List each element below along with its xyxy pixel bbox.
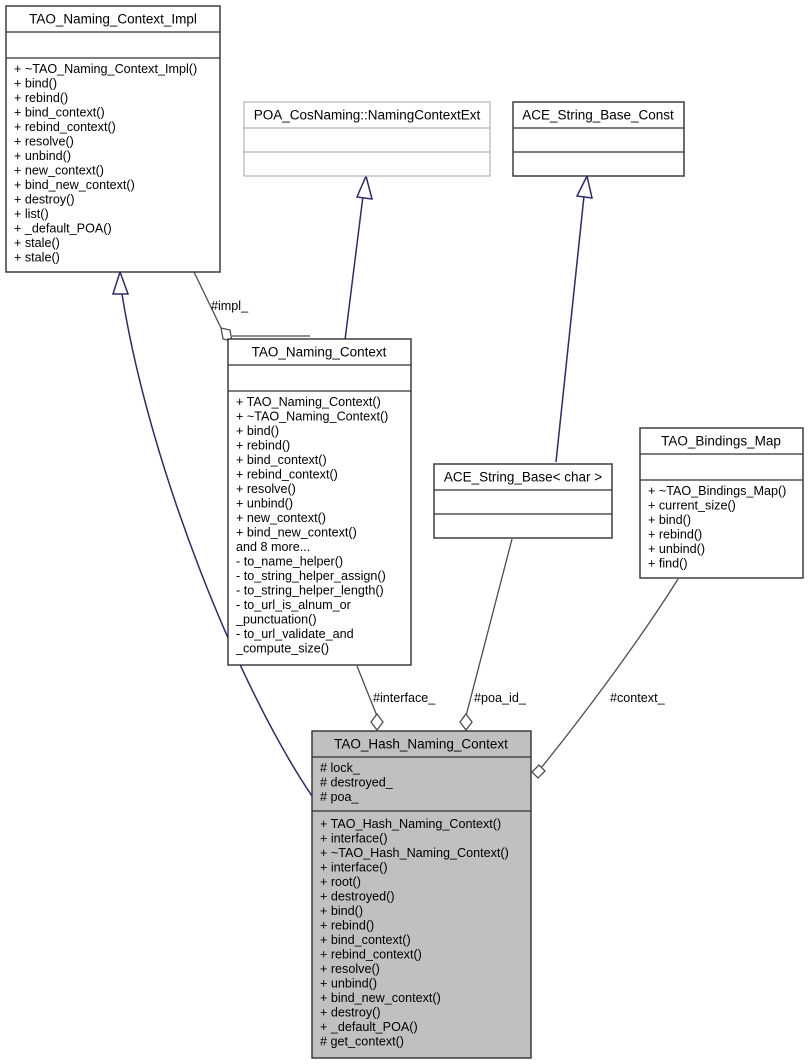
association-interface: #interface_ [356,665,436,732]
operation-item: + bind_context() [236,453,327,467]
operation-item: + bind() [14,77,57,91]
class-box-ace-string-base-const[interactable]: ACE_String_Base_Const [512,101,685,177]
operation-item: + bind_new_context() [236,526,357,540]
edge-label-interface: #interface_ [373,691,436,705]
operation-item: + interface() [320,861,388,875]
class-title-tao-hash-naming-context: TAO_Hash_Naming_Context [334,737,508,752]
class-operations-tao-hash-naming-context: + TAO_Hash_Naming_Context() + interface(… [320,817,509,1049]
class-operations-tao-bindings-map: + ~TAO_Bindings_Map() + current_size() +… [648,484,786,571]
operation-item: + rebind_context() [236,468,338,482]
class-box-ace-string-base-char[interactable]: ACE_String_Base< char > [433,463,613,539]
operation-item: + _default_POA() [14,222,112,236]
edge-label-poa-id: #poa_id_ [474,691,527,705]
association-impl: #impl_ [193,271,310,342]
attribute-item: # lock_ [320,761,361,775]
operation-item: # get_context() [320,1035,404,1049]
operation-item: - to_name_helper() [236,555,343,569]
operation-item: + interface() [320,832,388,846]
inheritance-hash-to-impl [111,269,313,797]
operation-item: _punctuation() [235,613,317,627]
class-operations-tao-naming-context: + TAO_Naming_Context() + ~TAO_Naming_Con… [235,395,388,656]
operation-item: + bind_new_context() [320,991,441,1005]
operation-item: and 8 more... [236,540,310,554]
operation-item: + list() [14,207,49,221]
attribute-item: # poa_ [320,790,360,804]
operation-item: + resolve() [14,135,74,149]
operation-item: + rebind() [320,919,374,933]
class-box-tao-naming-context-impl[interactable]: TAO_Naming_Context_Impl + ~TAO_Naming_Co… [5,5,221,273]
operation-item: - to_string_helper_length() [236,584,384,598]
operation-item: + ~TAO_Naming_Context() [236,410,388,424]
operation-item: + rebind() [14,91,68,105]
operation-item: + bind() [236,424,279,438]
operation-item: + rebind() [648,528,702,542]
operation-item: + destroyed() [320,890,395,904]
class-title-ace-string-base-const: ACE_String_Base_Const [522,108,674,123]
operation-item: + unbind() [648,542,705,556]
operation-item: + bind() [320,904,363,918]
class-box-tao-bindings-map[interactable]: TAO_Bindings_Map + ~TAO_Bindings_Map() +… [639,427,804,579]
operation-item: + rebind_context() [320,948,422,962]
operation-item: - to_url_is_alnum_or [236,598,351,612]
edge-label-impl: #impl_ [211,299,249,313]
inheritance-hash-to-ace-string-base-const [555,173,593,463]
association-poa-id: #poa_id_ [459,538,527,732]
operation-item: + ~TAO_Naming_Context_Impl() [14,62,197,76]
operation-item: + bind_new_context() [14,178,135,192]
operation-item: + unbind() [320,977,377,991]
operation-item: + _default_POA() [320,1020,418,1034]
operation-item: + unbind() [236,497,293,511]
operation-item: + new_context() [236,511,326,525]
association-context: #context_ [531,578,679,779]
operation-item: + current_size() [648,499,736,513]
class-title-poa-cosnaming-namingcontextext: POA_CosNaming::NamingContextExt [254,108,481,123]
operation-item: - to_url_validate_and [236,627,354,641]
operation-item: + bind() [648,513,691,527]
operation-item: + ~TAO_Hash_Naming_Context() [320,846,509,860]
class-operations-tao-naming-context-impl: + ~TAO_Naming_Context_Impl() + bind() + … [14,62,197,265]
operation-item: + stale() [14,251,60,265]
operation-item: + TAO_Hash_Naming_Context() [320,817,501,831]
operation-item: + ~TAO_Bindings_Map() [648,484,786,498]
class-title-tao-naming-context-impl: TAO_Naming_Context_Impl [29,12,197,27]
operation-item: + bind_context() [320,933,411,947]
class-box-tao-hash-naming-context[interactable]: TAO_Hash_Naming_Context # lock_ # destro… [311,730,532,1059]
operation-item: - to_string_helper_assign() [236,569,386,583]
operation-item: + destroy() [320,1006,381,1020]
attribute-item: # destroyed_ [320,776,394,790]
inheritance-naming-context-to-poa-cosnaming [344,173,374,341]
operation-item: + bind_context() [14,106,105,120]
operation-item: + find() [648,557,688,571]
operation-item: + unbind() [14,149,71,163]
class-title-ace-string-base-char: ACE_String_Base< char > [444,470,602,485]
class-attributes-tao-hash-naming-context: # lock_ # destroyed_ # poa_ [320,761,394,804]
operation-item: + destroy() [14,193,75,207]
operation-item: + resolve() [320,962,380,976]
class-box-poa-cosnaming-namingcontextext[interactable]: POA_CosNaming::NamingContextExt [243,101,491,177]
class-title-tao-naming-context: TAO_Naming_Context [252,345,387,360]
operation-item: + root() [320,875,361,889]
operation-item: + rebind() [236,439,290,453]
operation-item: + new_context() [14,164,104,178]
operation-item: + resolve() [236,482,296,496]
operation-item: + stale() [14,236,60,250]
operation-item: + rebind_context() [14,120,116,134]
class-box-tao-naming-context[interactable]: TAO_Naming_Context + TAO_Naming_Context(… [227,338,412,666]
operation-item: + TAO_Naming_Context() [236,395,381,409]
edge-label-context: #context_ [610,691,666,705]
operation-item: _compute_size() [235,642,329,656]
class-title-tao-bindings-map: TAO_Bindings_Map [661,434,781,449]
